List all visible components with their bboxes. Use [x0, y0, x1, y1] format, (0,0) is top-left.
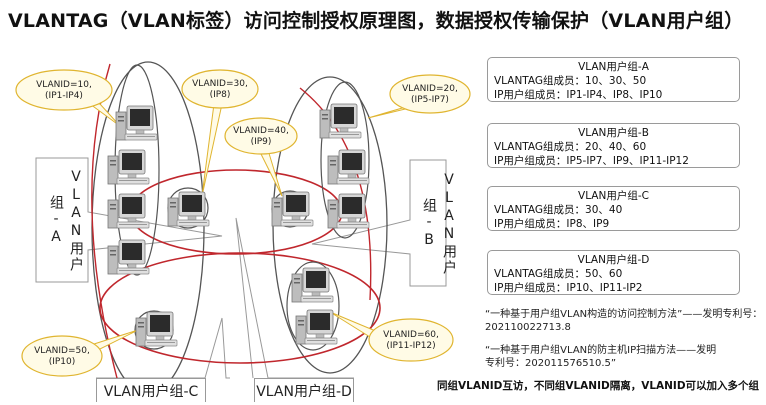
bubble-vlan40 [224, 117, 298, 155]
info-box-line: IP用户组成员：IP1-IP4、IP8、IP10 [494, 89, 663, 101]
bubble-text-vlan10: VLANID=10, (IP1-IP4) [36, 80, 92, 101]
bubble-vlan20 [389, 74, 471, 114]
info-box-header: VLAN用户组-B [578, 127, 649, 139]
reference-patent-1: “一种基于用户组VLAN构造的访问控制方法”——发明专利号： 202110022… [485, 309, 763, 333]
bubble-vlan10 [15, 69, 113, 111]
info-box-line: VLANTAG组成员：50、60 [494, 268, 623, 280]
callout-group-a: VLAN用户组-A [48, 169, 84, 273]
reference-patent-2: “一种基于用户组VLAN的防主机IP扫描方法——发明 专利号：202011576… [485, 345, 717, 369]
bubble-text-vlan40: VLANID=40, (IP9) [233, 126, 289, 147]
group-d-ellipse [99, 252, 381, 364]
info-box-line: IP用户组成员：IP8、IP9 [494, 218, 610, 230]
callout-group-c: VLAN用户组-C [96, 378, 206, 402]
info-box-line: VLANTAG组成员：10、30、50 [494, 75, 647, 87]
info-box-group-a: VLAN用户组-A VLANTAG组成员：10、30、50 IP用户组成员：IP… [487, 57, 740, 102]
info-box-line: IP用户组成员：IP5-IP7、IP9、IP11-IP12 [494, 155, 689, 167]
bubble-text-vlan20: VLANID=20, (IP5-IP7) [402, 84, 458, 105]
group-c-ellipse [129, 169, 343, 255]
bubble-vlan30 [181, 69, 259, 109]
bubble-text-vlan30: VLANID=30, (IP8) [192, 79, 248, 100]
bubbles [15, 69, 471, 377]
callout-group-d: VLAN用户组-D [254, 378, 354, 402]
info-box-group-c: VLAN用户组-C VLANTAG组成员：30、40 IP用户组成员：IP8、I… [487, 186, 740, 231]
info-box-line: VLANTAG组成员：20、40、60 [494, 141, 647, 153]
info-box-line: VLANTAG组成员：30、40 [494, 204, 623, 216]
bubble-vlan50 [21, 335, 103, 377]
bubble-text-vlan60: VLANID=60, (IP11-IP12) [383, 330, 439, 351]
callout-group-b: VLAN用户组-B [421, 172, 457, 276]
bottom-note: 同组VLANID互访，不同组VLANID隔离，VLANID可以加入多个组 [437, 380, 760, 392]
info-box-group-b: VLAN用户组-B VLANTAG组成员：20、40、60 IP用户组成员：IP… [487, 123, 740, 168]
page-title: VLANTAG（VLAN标签）访问控制授权原理图，数据授权传输保护（VLAN用户… [8, 10, 744, 32]
info-box-header: VLAN用户组-C [578, 190, 649, 202]
info-box-header: VLAN用户组-A [578, 61, 649, 73]
bubble-text-vlan50: VLANID=50, (IP10) [34, 346, 90, 367]
info-box-line: IP用户组成员：IP10、IP11-IP2 [494, 282, 643, 294]
info-box-header: VLAN用户组-D [577, 254, 650, 266]
info-box-group-d: VLAN用户组-D VLANTAG组成员：50、60 IP用户组成员：IP10、… [487, 250, 740, 295]
bubble-vlan60 [368, 318, 454, 362]
